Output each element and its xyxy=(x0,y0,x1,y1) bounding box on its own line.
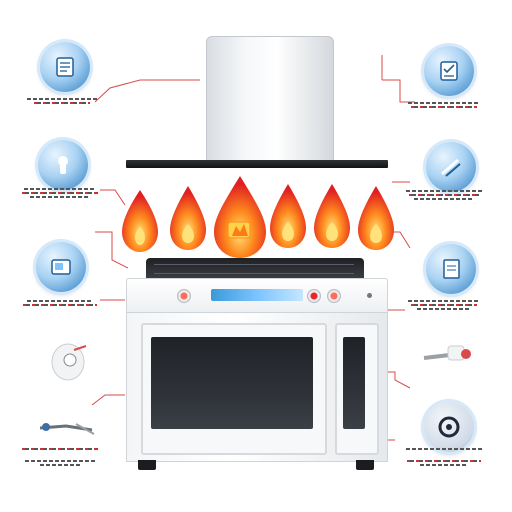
caption-left-3 xyxy=(20,298,100,306)
caption-left-5 xyxy=(20,458,100,466)
flame-5 xyxy=(314,184,350,248)
gas-valve-icon[interactable] xyxy=(46,338,96,384)
caption-right-4 xyxy=(404,446,484,450)
caption-right-2 xyxy=(404,188,484,200)
caption-right-5-line-2 xyxy=(420,464,468,466)
burner-grate xyxy=(154,264,354,274)
caption-right-5-line-1 xyxy=(407,460,481,462)
caption-right-3-line-2 xyxy=(411,304,477,306)
caption-right-4-line-1 xyxy=(406,448,482,450)
stove-range xyxy=(126,258,388,472)
caption-left-3-line-2 xyxy=(23,304,97,306)
knob-right-red[interactable] xyxy=(307,289,321,303)
oven-window xyxy=(151,337,313,429)
caption-left-4-line-1 xyxy=(22,448,98,450)
checklist-icon[interactable] xyxy=(424,46,474,96)
hood-chimney xyxy=(206,36,334,162)
document-icon[interactable] xyxy=(40,42,90,92)
flame-6 xyxy=(358,186,394,250)
hose-connector-icon[interactable] xyxy=(418,336,478,376)
display-panel xyxy=(211,289,303,301)
caption-right-2-line-3 xyxy=(414,198,474,200)
caption-left-3-line-1 xyxy=(27,300,93,302)
flame-1 xyxy=(122,190,158,252)
caption-left-1-line-2 xyxy=(34,102,90,104)
leader-left-3 xyxy=(95,231,129,269)
leader-left-5 xyxy=(91,394,125,406)
knob-right[interactable] xyxy=(327,289,341,303)
caption-left-2-line-3 xyxy=(30,196,90,198)
caption-right-5 xyxy=(404,458,484,466)
drawer-window xyxy=(343,337,365,429)
caption-right-3-line-1 xyxy=(408,300,480,302)
caption-right-1-line-1 xyxy=(408,102,480,104)
burner-ring-icon[interactable] xyxy=(424,402,474,452)
caption-right-2-line-2 xyxy=(409,194,479,196)
oven-body xyxy=(126,312,388,462)
caption-left-5-line-2 xyxy=(40,464,80,466)
caption-left-1-line-1 xyxy=(27,98,97,100)
foot-left xyxy=(138,460,156,470)
flame-4 xyxy=(270,184,306,248)
cooktop xyxy=(146,258,364,278)
display-panel-icon[interactable] xyxy=(36,242,86,292)
flame-2 xyxy=(170,186,206,250)
storage-drawer[interactable] xyxy=(335,323,379,455)
thermostat-icon[interactable] xyxy=(38,140,88,190)
caption-left-2-line-2 xyxy=(22,192,98,194)
caption-left-1 xyxy=(22,96,102,104)
igniter-probe-icon[interactable] xyxy=(36,416,100,440)
caption-left-5-line-1 xyxy=(25,460,95,462)
caption-right-1-line-2 xyxy=(411,106,477,108)
caption-right-3-line-3 xyxy=(417,308,471,310)
caption-right-3 xyxy=(404,298,484,310)
knob-left[interactable] xyxy=(177,289,191,303)
indicator-dot xyxy=(367,293,372,298)
caption-left-2 xyxy=(20,186,100,198)
hood-canopy xyxy=(126,160,388,168)
range-hood xyxy=(126,36,388,172)
foot-right xyxy=(356,460,374,470)
leader-left-1 xyxy=(94,79,200,103)
oven-door[interactable] xyxy=(141,323,327,455)
caption-right-1 xyxy=(404,100,484,108)
caption-left-4 xyxy=(20,446,100,450)
manual-icon[interactable] xyxy=(426,244,476,294)
tongs-icon[interactable] xyxy=(426,142,476,192)
caption-left-2-line-1 xyxy=(24,188,96,190)
leader-left-2 xyxy=(100,189,126,206)
flame-center xyxy=(214,176,266,258)
caption-right-2-line-1 xyxy=(406,190,482,192)
control-panel xyxy=(126,278,388,314)
leader-right-1 xyxy=(382,79,415,103)
